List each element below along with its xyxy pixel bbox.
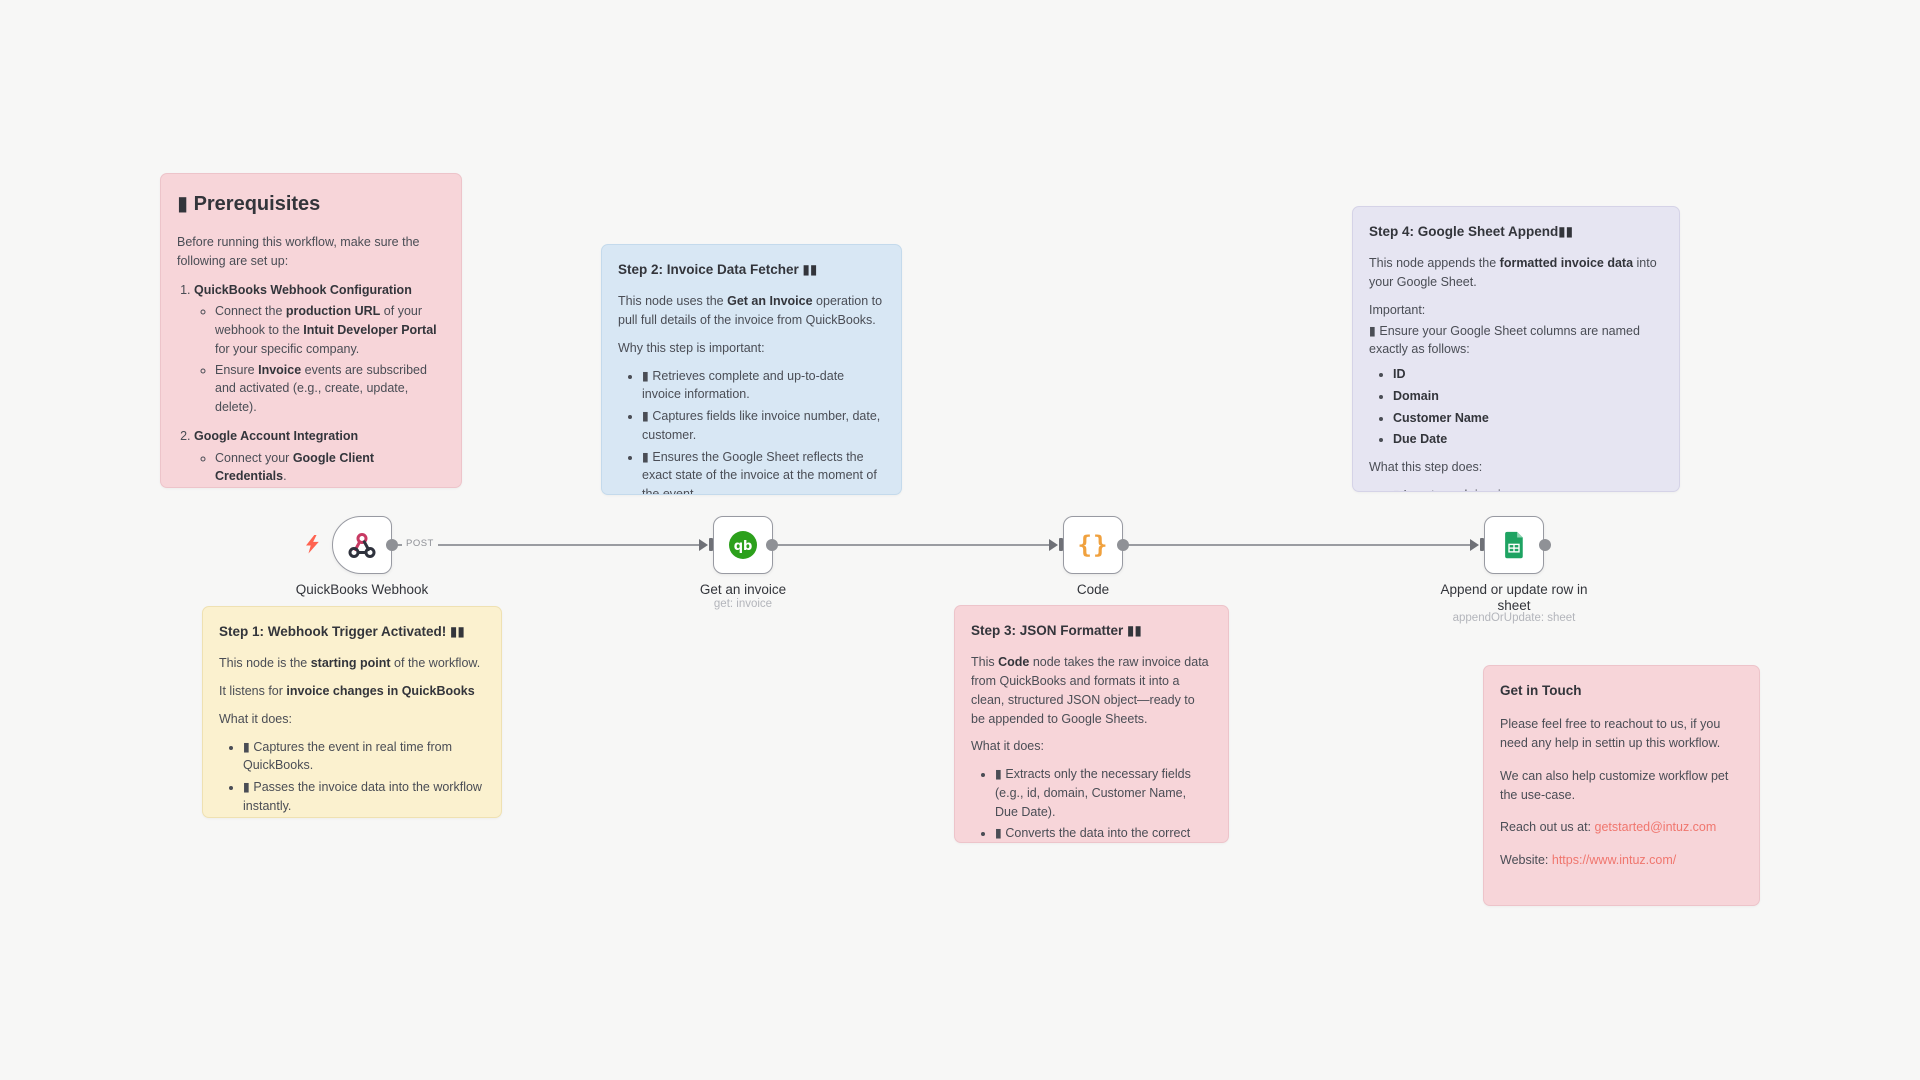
list-item: Connect the production URL of your webho… (215, 302, 445, 358)
contact-email-link[interactable]: getstarted@intuz.com (1594, 820, 1717, 835)
sticky-paragraph: What it does: (971, 739, 1044, 754)
output-endpoint-sheets[interactable] (1539, 539, 1551, 551)
contact-email-label: Reach out us at: (1500, 820, 1595, 835)
sticky-step4[interactable]: Step 4: Google Sheet Append▮▮ This node … (1352, 206, 1680, 492)
sticky-title: Step 2: Invoice Data Fetcher ▮▮ (618, 262, 818, 277)
bullet-list: ▮ Retrieves complete and up-to-date invo… (618, 367, 885, 495)
connection-code-sheets[interactable] (1123, 544, 1470, 546)
node-label-sheets: Append or update row in sheet (1440, 582, 1588, 613)
node-sublabel-sheets: appendOrUpdate: sheet (1452, 612, 1576, 624)
list-item: ▮ Passes the invoice data into the workf… (243, 778, 485, 816)
sticky-paragraph: Why this step is important: (618, 340, 765, 355)
sticky-paragraph: What this step does: (1369, 460, 1483, 474)
column-list: ID Domain Customer Name Due Date (1369, 365, 1663, 449)
sticky-step1[interactable]: Step 1: Webhook Trigger Activated! ▮▮ Th… (202, 606, 502, 818)
node-label-webhook: QuickBooks Webhook (295, 582, 429, 597)
node-code[interactable]: {} (1063, 516, 1123, 574)
list-item: ID (1393, 365, 1663, 384)
sticky-paragraph: Important: (1369, 302, 1426, 317)
contact-website-label: Website: (1500, 853, 1552, 867)
sticky-paragraph: Before running this workflow, make sure … (177, 235, 420, 268)
list-item: ▮ Retrieves complete and up-to-date invo… (642, 367, 885, 405)
input-bar-sheets (1480, 538, 1484, 551)
sticky-title: Get in Touch (1500, 683, 1582, 698)
google-sheets-icon (1499, 530, 1529, 560)
sticky-paragraph: Website: https://www.intuz.com/ (1500, 851, 1743, 870)
sticky-paragraph: This node uses the Get an Invoice operat… (618, 294, 883, 327)
input-endpoint-code[interactable] (1049, 539, 1058, 551)
node-get-an-invoice[interactable]: qb (713, 516, 773, 574)
bullet-list: ▮ Captures the event in real time from Q… (219, 738, 485, 818)
sticky-paragraph: This Code node takes the raw invoice dat… (971, 655, 1209, 726)
list-item: QuickBooks Webhook Configuration Connect… (194, 281, 445, 417)
list-item: ▮ Captures the event in real time from Q… (243, 738, 485, 776)
connection-webhook-invoice[interactable] (392, 544, 699, 546)
list-item: Google Account Integration Connect your … (194, 427, 445, 487)
output-endpoint-invoice[interactable] (766, 539, 778, 551)
node-append-sheet[interactable] (1484, 516, 1544, 574)
sticky-paragraph: ▮ Ensure your Google Sheet columns are n… (1369, 323, 1640, 357)
sticky-paragraph: We can also help customize workflow pet … (1500, 768, 1729, 802)
quickbooks-icon: qb (727, 529, 759, 561)
sticky-title: Step 4: Google Sheet Append▮▮ (1369, 224, 1574, 239)
input-endpoint-sheets[interactable] (1470, 539, 1479, 551)
sticky-title: Step 3: JSON Formatter ▮▮ (971, 623, 1142, 638)
bullet-list: ▮ Extracts only the necessary fields (e.… (971, 765, 1212, 842)
code-braces-icon: {} (1077, 531, 1109, 559)
lightning-icon[interactable] (304, 535, 321, 559)
list-item: Due Date (1393, 430, 1663, 449)
sticky-prerequisites[interactable]: ▮ Prerequisites Before running this work… (160, 173, 462, 488)
list-item: Domain (1393, 387, 1663, 406)
connector-post-label: POST (402, 538, 438, 549)
node-label-code: Code (1076, 582, 1110, 597)
input-bar-invoice (709, 538, 713, 551)
sticky-step2[interactable]: Step 2: Invoice Data Fetcher ▮▮ This nod… (601, 244, 902, 495)
bullet-list: ▮ Inserts each invoice as a new row. ▮ K… (1369, 486, 1663, 491)
output-endpoint-webhook[interactable] (386, 539, 398, 551)
node-label-invoice: Get an invoice (699, 582, 787, 597)
webhook-icon (346, 529, 378, 561)
list-item-title: Google Account Integration (194, 428, 359, 443)
sticky-paragraph: This node is the starting point of the w… (219, 656, 481, 671)
sticky-paragraph: Please feel free to reachout to us, if y… (1500, 717, 1721, 750)
input-bar-code (1059, 538, 1063, 551)
contact-website-link[interactable]: https://www.intuz.com/ (1551, 853, 1677, 867)
list-item: Ensure Invoice events are subscribed and… (215, 361, 445, 417)
sticky-paragraph: It listens for invoice changes in QuickB… (219, 684, 475, 698)
sticky-title: Step 1: Webhook Trigger Activated! ▮▮ (219, 624, 465, 639)
node-sublabel-invoice: get: invoice (713, 598, 773, 610)
output-endpoint-code[interactable] (1117, 539, 1129, 551)
list-item-title: QuickBooks Webhook Configuration (194, 282, 412, 297)
sticky-paragraph: Reach out us at: getstarted@intuz.com (1500, 818, 1743, 837)
sticky-paragraph: This node appends the formatted invoice … (1369, 256, 1657, 289)
prerequisites-list: QuickBooks Webhook Configuration Connect… (177, 281, 445, 488)
quickbooks-icon-text: qb (734, 539, 753, 554)
list-item: ▮ Inserts each invoice as a new row. (1393, 486, 1663, 491)
list-item: Connect your Google Client Credentials. (215, 449, 445, 487)
list-item: ▮ Extracts only the necessary fields (e.… (995, 765, 1212, 821)
list-item: Customer Name (1393, 409, 1663, 428)
sticky-get-in-touch[interactable]: Get in Touch Please feel free to reachou… (1483, 665, 1760, 906)
input-endpoint-invoice[interactable] (699, 539, 708, 551)
connection-invoice-code[interactable] (772, 544, 1049, 546)
list-item: ▮ Ensures the Google Sheet reflects the … (642, 448, 885, 495)
list-item: ▮ Captures fields like invoice number, d… (642, 407, 885, 445)
sticky-step3[interactable]: Step 3: JSON Formatter ▮▮ This Code node… (954, 605, 1229, 843)
sticky-title: ▮ Prerequisites (177, 193, 321, 215)
list-item: ▮ Converts the data into the correct ord… (995, 824, 1212, 842)
node-quickbooks-webhook[interactable] (332, 516, 392, 574)
sticky-paragraph: What it does: (219, 711, 292, 726)
